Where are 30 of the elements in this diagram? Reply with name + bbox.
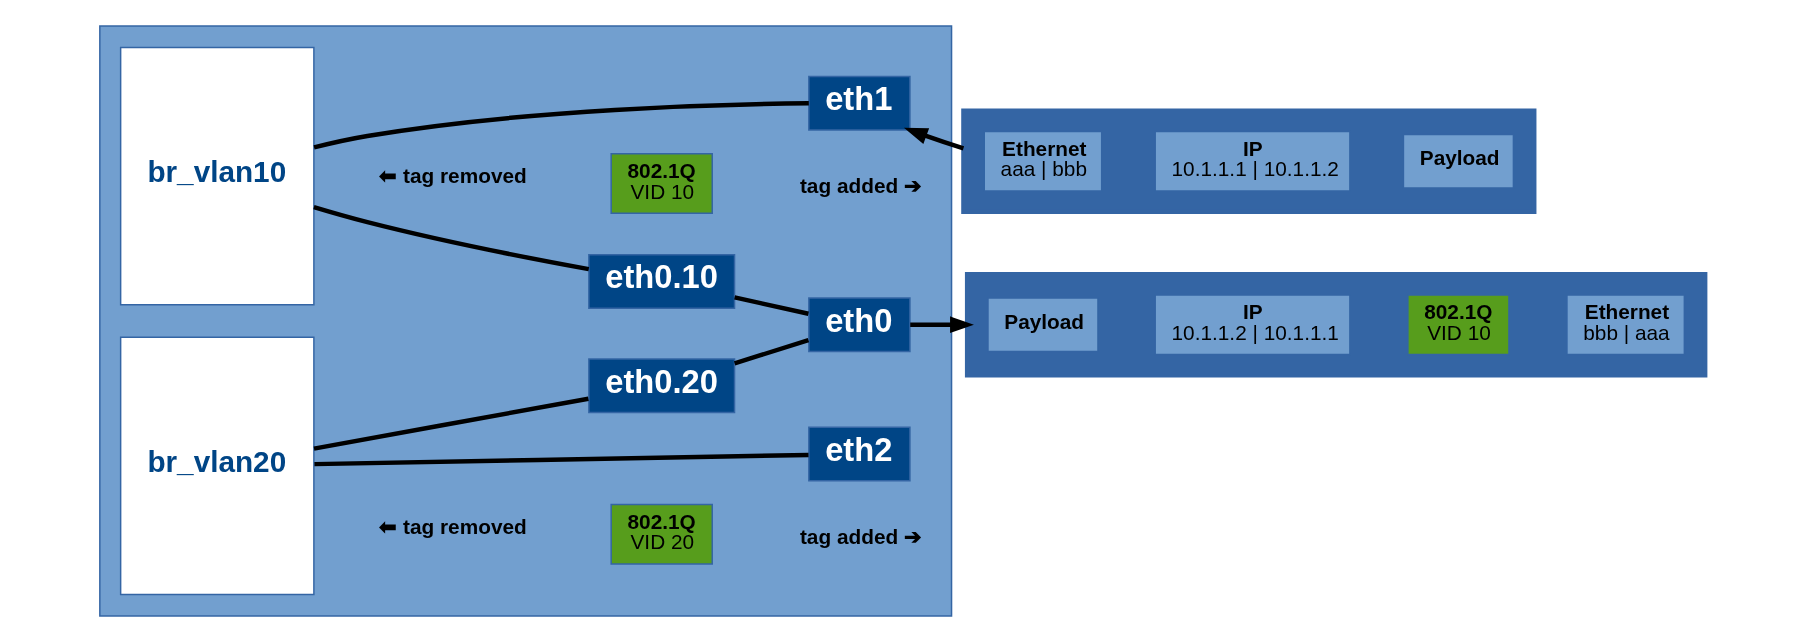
cluster xyxy=(964,271,1708,378)
connector xyxy=(734,295,809,316)
node-box: Ethernet bbb | aaa xyxy=(1566,294,1686,356)
node-box: eth1 xyxy=(808,75,911,131)
node-box: br_vlan10 xyxy=(119,46,315,306)
node-box: Payload xyxy=(987,297,1099,353)
arrow xyxy=(903,127,965,151)
node-box: Payload xyxy=(1402,133,1515,189)
connector xyxy=(313,205,590,272)
node-box: br_vlan20 xyxy=(119,336,315,596)
node-box: 802.1Q VID 10 xyxy=(1407,294,1510,356)
connector xyxy=(314,452,809,467)
node-box: Ethernet aaa | bbb xyxy=(983,130,1103,192)
label: ⬅ tag removed xyxy=(379,514,527,538)
node-box: eth2 xyxy=(808,426,911,482)
connector xyxy=(313,101,809,150)
label: tag added ➔ xyxy=(799,525,922,549)
node-box: 802.1Q VID 10 xyxy=(610,153,713,214)
node-box: eth0.10 xyxy=(588,254,736,310)
arrow xyxy=(910,316,974,334)
node-box: eth0 xyxy=(808,297,911,353)
cluster xyxy=(961,108,1537,214)
node-box: IP 10.1.1.2 | 10.1.1.1 xyxy=(1154,294,1351,356)
node-box: IP 10.1.1.1 | 10.1.1.2 xyxy=(1154,130,1351,192)
node-box: 802.1Q VID 20 xyxy=(610,503,713,565)
connector xyxy=(313,396,589,451)
label: ⬅ tag removed xyxy=(379,164,527,188)
label: tag added ➔ xyxy=(799,174,922,198)
node-box: eth0.20 xyxy=(588,358,736,414)
connector xyxy=(733,338,810,366)
